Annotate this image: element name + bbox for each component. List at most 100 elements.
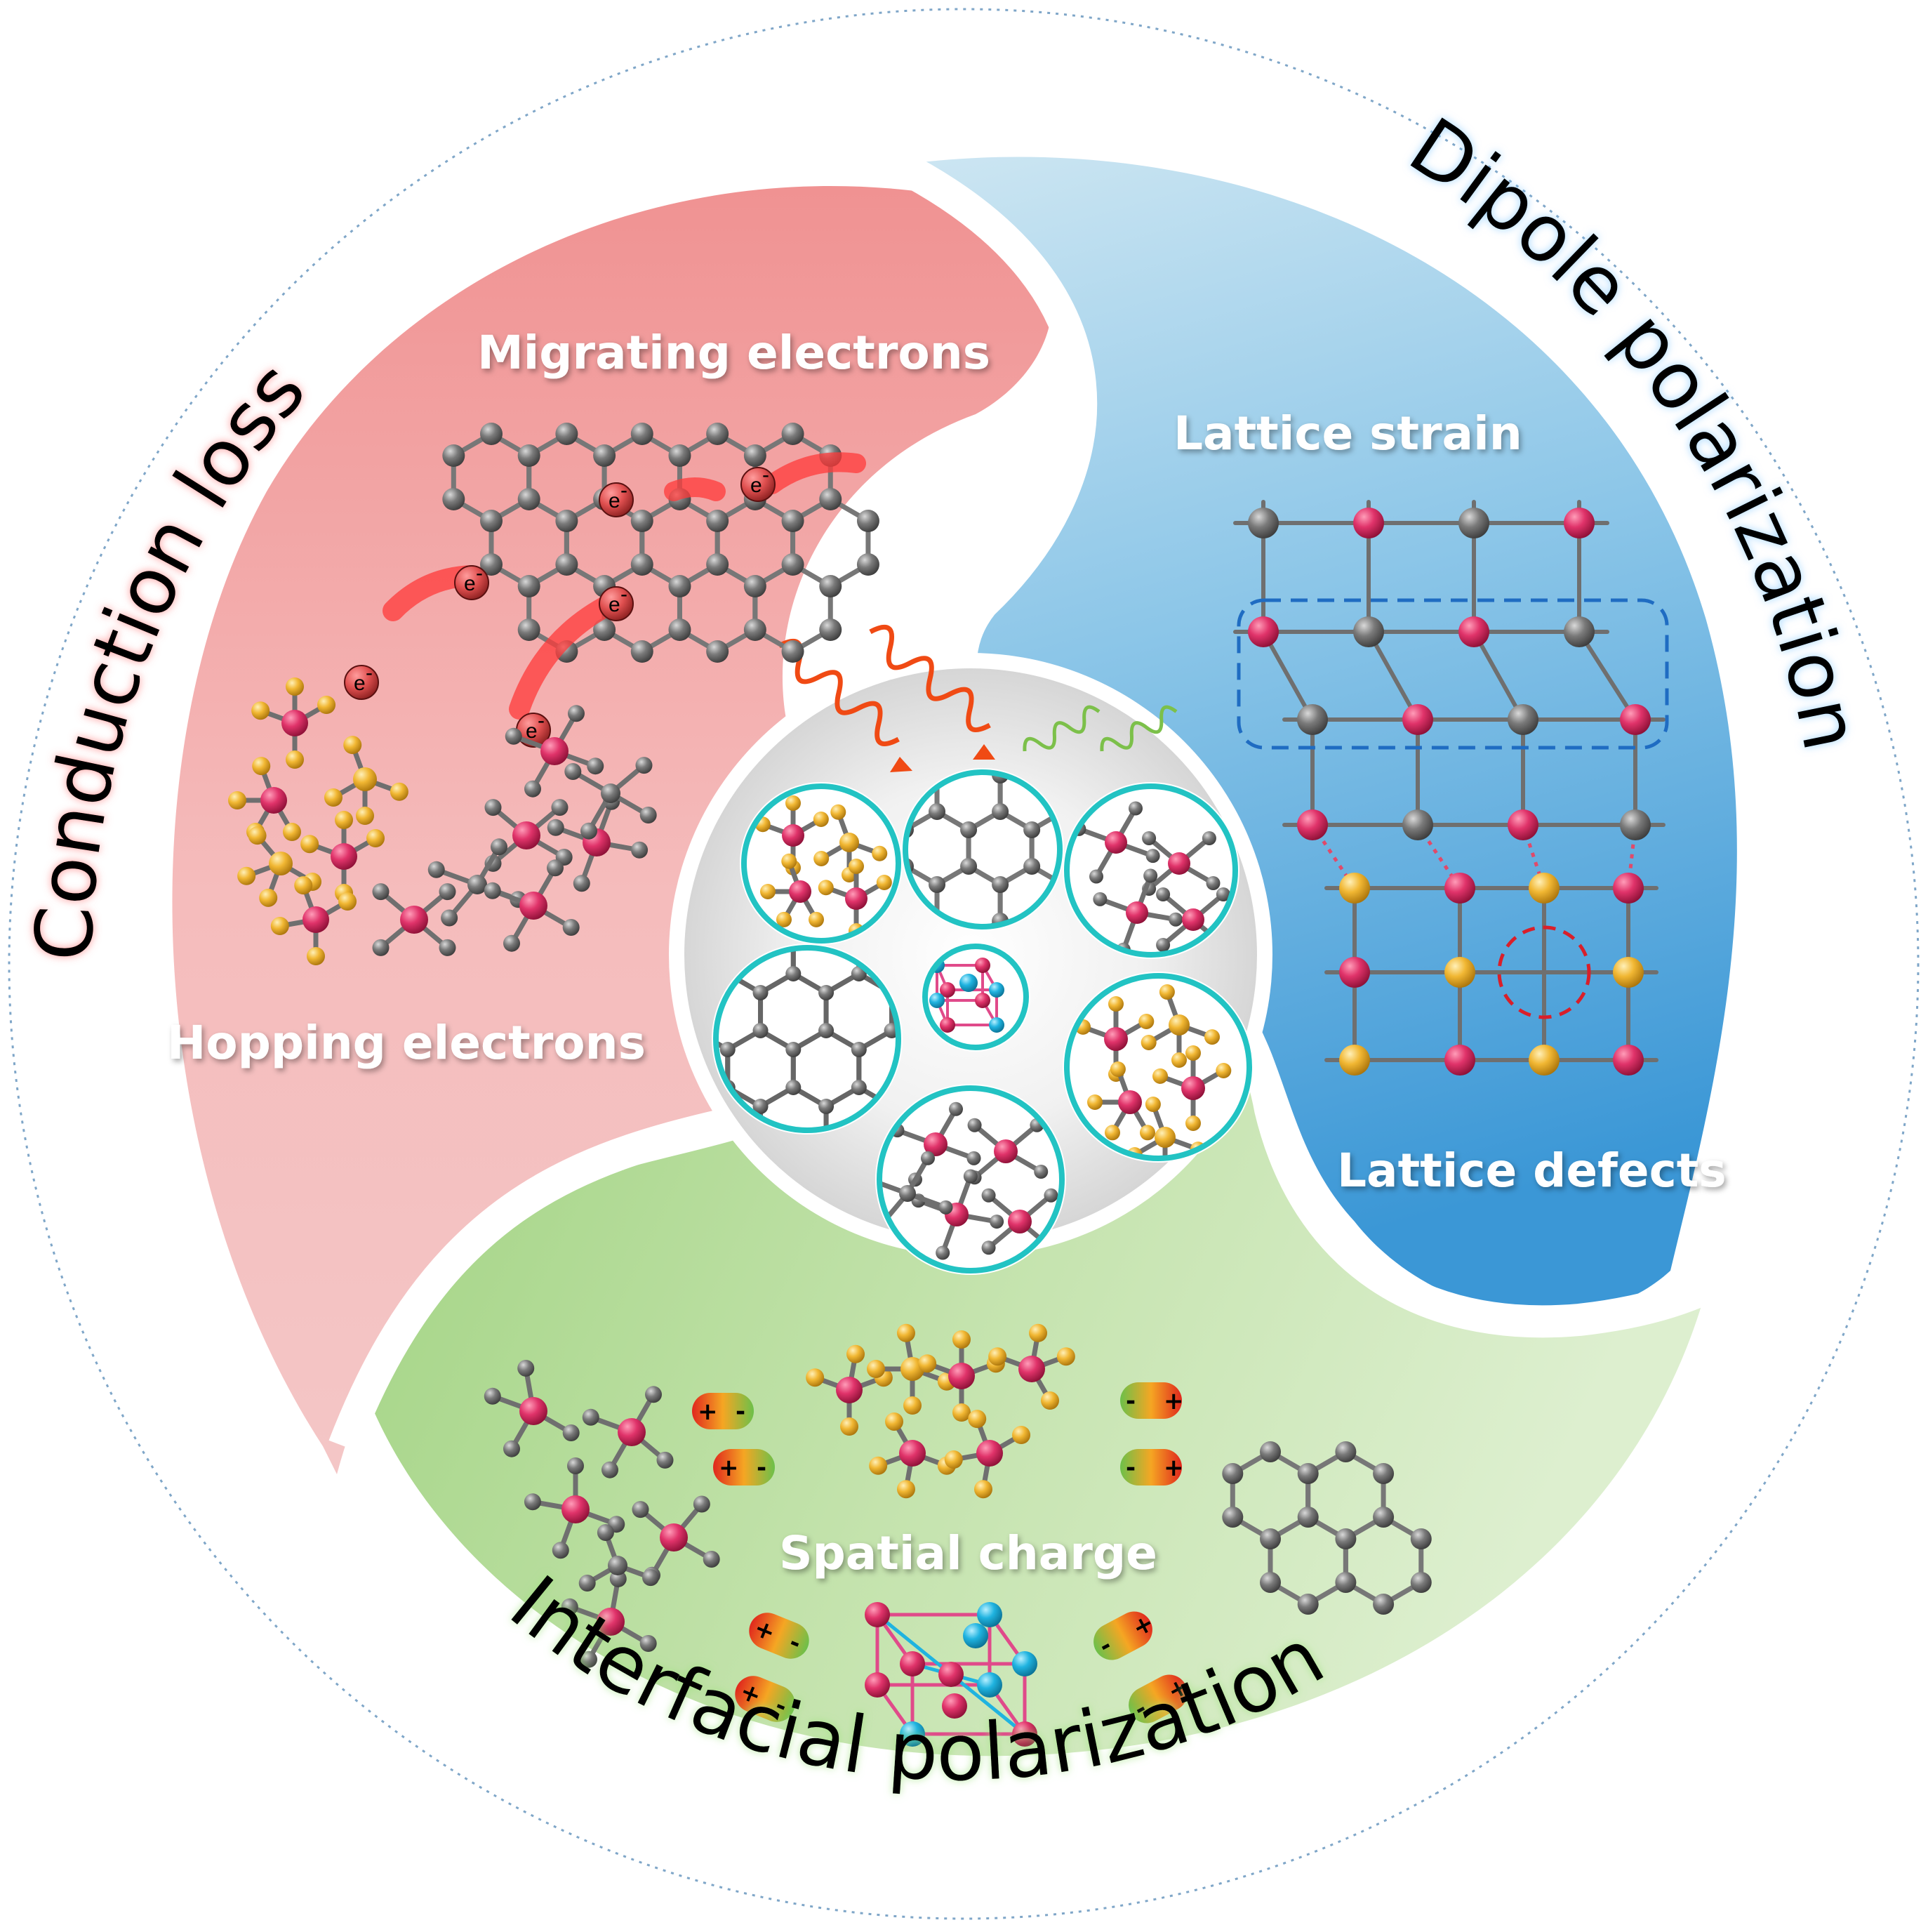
carbon-atom (693, 1495, 710, 1513)
electron-charge: - (620, 479, 627, 502)
gold-atom (1339, 1045, 1370, 1076)
tetrahedral-unit (564, 757, 657, 840)
carbon-atom (1373, 1463, 1395, 1484)
electron-trail (762, 452, 866, 494)
electron-symbol: e (526, 720, 538, 743)
pink-atom (924, 1132, 948, 1156)
bubble-ring (877, 1085, 1065, 1273)
minus-sign: - (1126, 1387, 1136, 1415)
gold-atom (1216, 1063, 1232, 1078)
pink-atom (938, 1662, 964, 1687)
tetrahedral-unit (270, 876, 357, 965)
lattice-bond (1261, 630, 1315, 722)
lattice-strain-label: Lattice strain (1174, 406, 1522, 461)
carbon-atom (582, 1408, 599, 1426)
carbon-ring-cluster (1222, 1441, 1432, 1615)
gold-atom (867, 1360, 885, 1378)
gold-atom (324, 788, 343, 807)
reflected-wave-1 (1023, 705, 1101, 752)
gold-atom (760, 884, 776, 899)
carbon-atom (480, 510, 503, 532)
carbon-atom (856, 553, 879, 576)
pink-atom (900, 1651, 925, 1676)
bubble-content (1075, 984, 1232, 1158)
pink-atom (976, 1440, 1003, 1467)
material-bubble (875, 1084, 1066, 1275)
incident-wave-2 (869, 624, 991, 733)
charge-dipole: -+ (1120, 1382, 1184, 1419)
gold-atom (1041, 1391, 1059, 1410)
carbon-atom (555, 553, 578, 576)
bubble-ring (903, 769, 1063, 929)
gold-atom (1056, 1347, 1075, 1366)
electron-ball (740, 467, 776, 502)
cyan-atom (989, 1017, 1004, 1033)
carbon-atom (1564, 616, 1595, 647)
carbon-atom (630, 553, 653, 576)
carbon-atom (1458, 508, 1489, 538)
gold-atom (896, 1323, 915, 1342)
gold-atom (248, 826, 267, 845)
charge-dipole: +- (713, 1449, 775, 1486)
gold-atom (840, 1417, 858, 1436)
electron: e- (740, 463, 776, 502)
carbon-atom (785, 1080, 802, 1095)
carbon-atom (1089, 869, 1103, 884)
carbon-atom (573, 875, 590, 892)
pink-atom (845, 887, 867, 910)
carbon-atom (1335, 1441, 1357, 1462)
gold-atom (259, 888, 278, 907)
pink-atom (1105, 831, 1127, 854)
carbon-atom (1297, 1594, 1319, 1615)
carbon-atom (743, 618, 766, 641)
dipole-body (1120, 1449, 1182, 1486)
bubble-ring (1064, 783, 1238, 958)
carbon-atom (439, 883, 456, 901)
carbon-atom (639, 1635, 657, 1652)
gold-atom (1141, 1035, 1157, 1050)
hopping-electrons-label: Hopping electrons (167, 1016, 646, 1070)
carbon-atom (641, 1569, 659, 1587)
gold-atom (300, 835, 319, 854)
gold-atom (251, 701, 270, 720)
minus-sign: - (757, 1454, 766, 1482)
carbon-atom (564, 763, 582, 780)
tetrahedral-unit (582, 1386, 674, 1478)
dipole-polarization-structures (1233, 500, 1669, 1076)
gold-atom (1140, 1125, 1155, 1141)
pink-atom (561, 1495, 590, 1523)
carbon-atom (668, 618, 691, 641)
pink-atom (1402, 704, 1433, 735)
carbon-atom (491, 838, 507, 856)
carbon-atom (818, 1099, 835, 1114)
gold-atom (286, 677, 304, 696)
tetrahedral-unit (1075, 996, 1155, 1082)
carbon-atom (706, 640, 729, 663)
pink-atom (1248, 616, 1279, 647)
gold-atom (286, 750, 304, 769)
carbon-atom (656, 1451, 674, 1469)
tetrahedral-unit (818, 859, 892, 939)
carbon-atom (547, 819, 564, 836)
carbon-atom (524, 780, 541, 798)
carbon-atom (1156, 937, 1171, 952)
vacancy-defect-marker (1497, 925, 1591, 1019)
tetrahedral-unit (1142, 831, 1221, 896)
gold-atom (1029, 1323, 1048, 1342)
lattice-defects-label: Lattice defects (1337, 1144, 1727, 1198)
carbon-atom (561, 1598, 578, 1615)
carbon-atom (1260, 1572, 1281, 1593)
cyan-atom (989, 982, 1004, 998)
carbon-atom (992, 803, 1009, 820)
carbon-atom (1373, 1507, 1395, 1528)
pink-atom (540, 737, 569, 765)
carbon-atom (593, 618, 616, 641)
carbon-atom (929, 803, 946, 820)
carbon-atom (427, 861, 445, 878)
carbon-atom (1222, 1507, 1244, 1528)
gold-atom (1138, 1014, 1155, 1029)
carbon-atom (555, 423, 578, 445)
cyan-atom (1012, 1651, 1037, 1676)
